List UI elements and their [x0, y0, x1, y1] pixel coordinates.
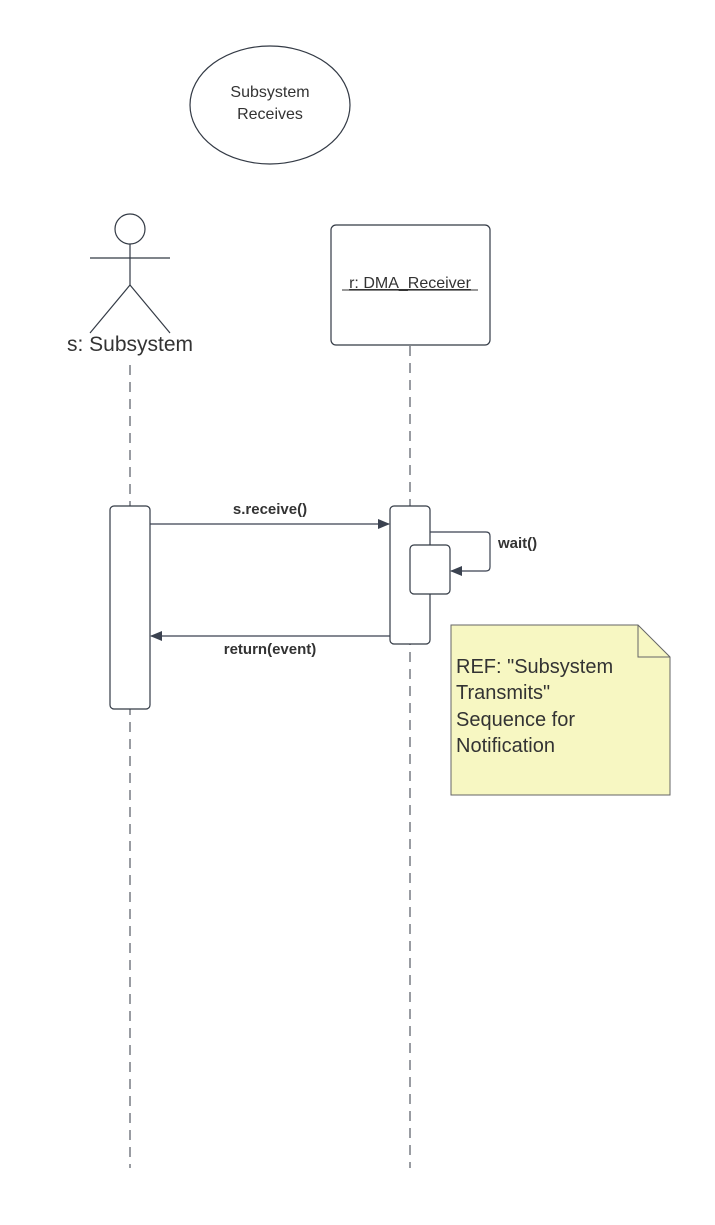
note-body	[450, 624, 671, 796]
title-line-1: Subsystem	[230, 84, 309, 101]
message-wait-arrow	[430, 531, 491, 576]
message-return: return(event)	[150, 631, 390, 658]
note-line-3: Sequence for	[456, 709, 575, 731]
actor-right-leg	[129, 284, 171, 334]
message-receive: s.receive()	[150, 501, 390, 529]
title-line-2: Receives	[237, 106, 303, 123]
note-line-4: Notification	[456, 735, 555, 757]
object-box	[330, 224, 491, 346]
message-wait-label: wait()	[497, 535, 537, 552]
note-line-2: Transmits"	[456, 682, 550, 704]
actor-activation-bar	[109, 505, 151, 710]
diagram-title: Subsystem Receives	[189, 45, 351, 165]
actor-head	[114, 213, 146, 245]
actor-label: s: Subsystem	[67, 333, 193, 356]
actor-left-leg	[89, 284, 131, 334]
title-ellipse	[189, 45, 351, 165]
object-label: r: DMA_Receiver	[349, 275, 471, 292]
note-folded-corner	[637, 625, 670, 658]
actor-subsystem: s: Subsystem	[67, 213, 193, 356]
object-dma-receiver: r: DMA_Receiver	[330, 224, 491, 346]
note-line-1: REF: "Subsystem	[456, 656, 613, 678]
reference-note: REF: "Subsystem Transmits" Sequence for …	[450, 624, 671, 796]
message-wait: wait()	[430, 531, 537, 576]
nested-activation-bar	[409, 544, 451, 595]
message-return-label: return(event)	[224, 641, 317, 658]
message-receive-label: s.receive()	[233, 501, 307, 518]
